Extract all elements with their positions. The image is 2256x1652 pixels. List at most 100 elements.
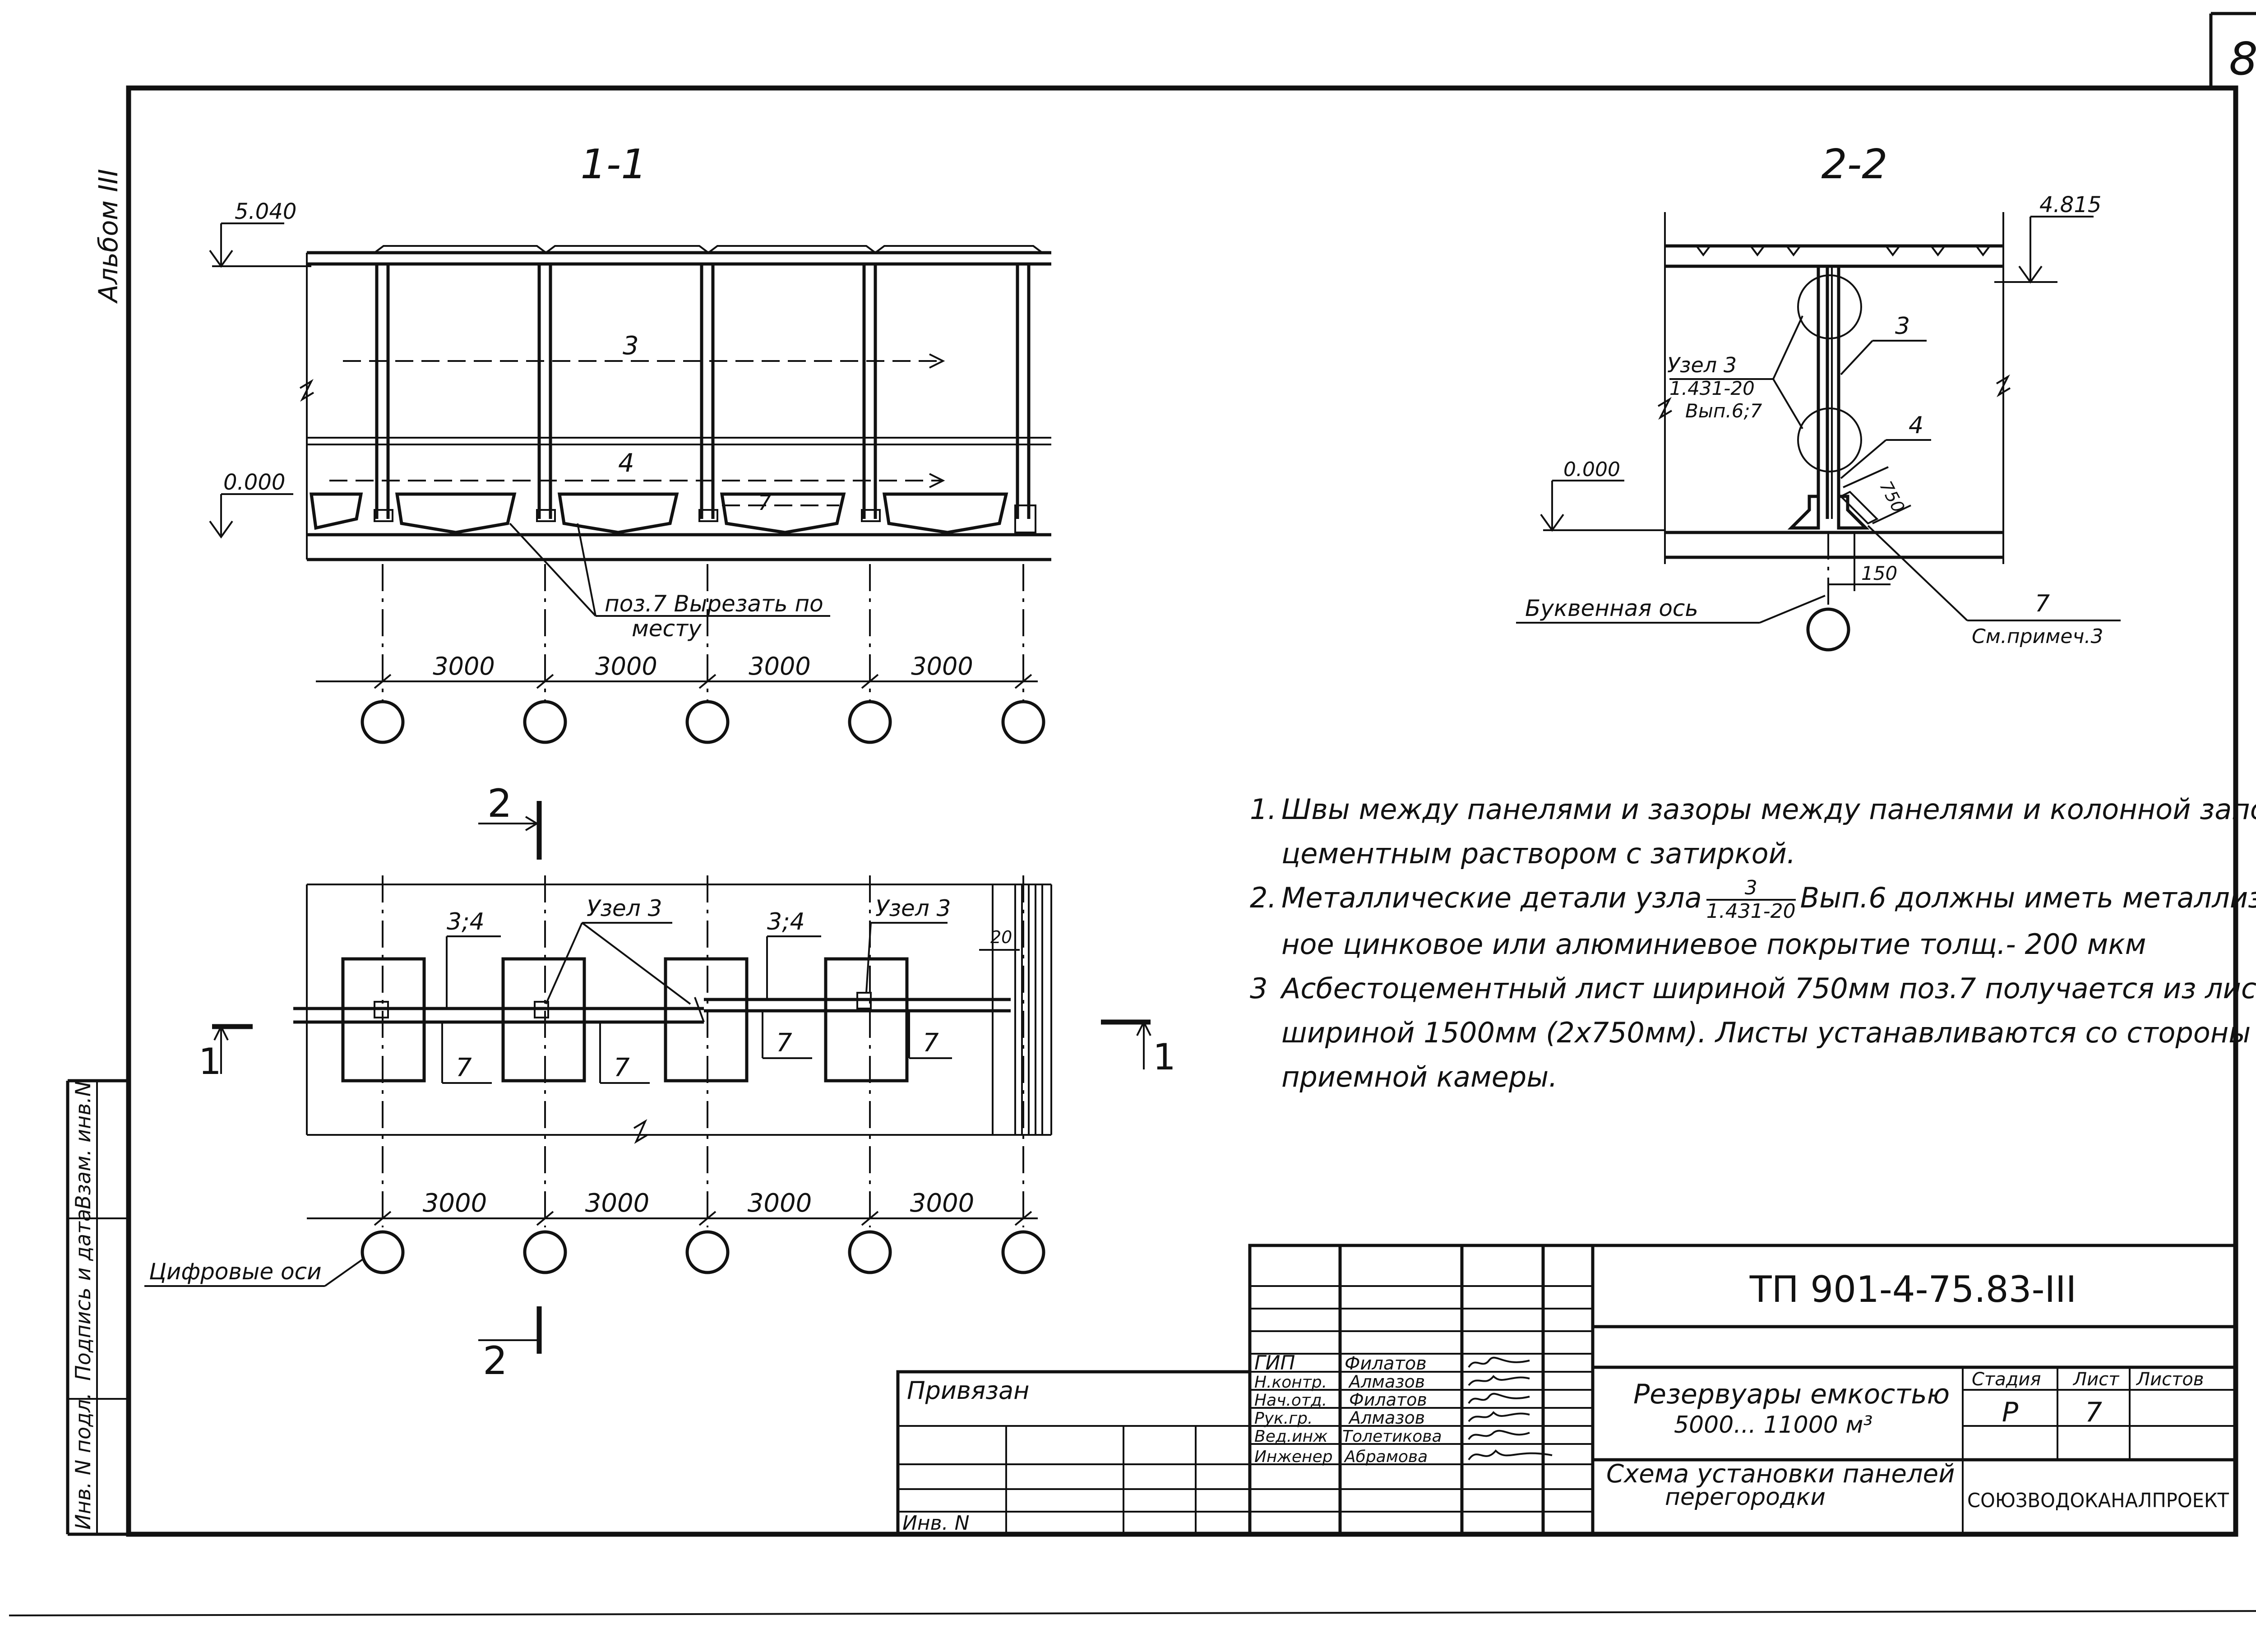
plan-label-7-3: 7	[776, 1028, 792, 1058]
sec1-label-3: 3	[623, 331, 639, 361]
sec2-label-7: 7	[2035, 590, 2050, 617]
tb-sheet-title-1: Схема установки панелей	[1606, 1459, 1955, 1489]
tb-stage-value: Р	[2002, 1397, 2019, 1428]
signatures	[1468, 1356, 1553, 1461]
tb-project-title-2: 5000... 11000 м³	[1674, 1411, 1872, 1439]
tb-organization: СОЮЗВОДОКАНАЛПРОЕКТ	[1967, 1489, 2229, 1512]
plan-node-a: Узел 3	[587, 895, 662, 921]
stamp-sign-date: Подпись и дата	[71, 1209, 95, 1381]
tb-doc-code: ТП 901-4-75.83-III	[1749, 1268, 2076, 1310]
tb-bound-label: Привязан	[907, 1376, 1029, 1405]
sec1-callout-line2: месту	[632, 615, 702, 642]
sec1-axis-bubble	[523, 700, 567, 744]
sec2-node-ref: 1.431-20	[1669, 377, 1755, 399]
plan-span-4: 3000	[910, 1189, 975, 1218]
plan-span-3: 3000	[748, 1189, 812, 1218]
sec2-axis-label: Буквенная ось	[1525, 595, 1698, 621]
section-1-1: 1-1 5.040 3	[209, 141, 1051, 744]
plan-cut-2-bottom: 2	[483, 1338, 508, 1384]
tb-sheet-value: 7	[2085, 1397, 2102, 1428]
sec1-axis-bubble	[361, 700, 405, 744]
plan-axis-bubble	[848, 1230, 892, 1274]
sec2-label-4: 4	[1909, 412, 1923, 439]
sec2-dim-150: 150	[1861, 562, 1897, 584]
plan-axis-bubble	[523, 1230, 567, 1274]
sec1-callout-line1: поз.7 Вырезать по	[605, 591, 823, 617]
plan-axis-bubble	[1001, 1230, 1045, 1274]
sec2-label-3: 3	[1895, 313, 1910, 340]
tb-name: Абрамова	[1344, 1448, 1428, 1466]
plan-label-7-2: 7	[614, 1053, 630, 1083]
stamp-replace-inv: Взам. инв.N	[71, 1081, 95, 1209]
plan-axis-bubble	[685, 1230, 730, 1274]
sec1-span-4: 3000	[911, 652, 973, 680]
plan-span-1: 3000	[423, 1189, 487, 1218]
tb-name: Филатов	[1345, 1353, 1427, 1374]
sec1-axis-bubble	[848, 700, 892, 744]
plan-span-2: 3000	[585, 1189, 650, 1218]
sheet-number: 8	[2229, 32, 2256, 85]
tb-stage-header: Стадия	[1972, 1369, 2041, 1390]
tb-role: Н.контр.	[1254, 1373, 1327, 1392]
tb-name: Алмазов	[1348, 1372, 1425, 1392]
tb-name: Филатов	[1349, 1390, 1427, 1410]
plan-cut-1-left: 1	[199, 1041, 222, 1083]
sec1-label-7: 7	[758, 491, 771, 515]
tb-name: Толетикова	[1342, 1427, 1442, 1446]
note-1-line-1: 1.Швы между панелями и зазоры между пане…	[1250, 793, 2256, 826]
notes-block: 1.Швы между панелями и зазоры между пане…	[1250, 787, 2256, 1099]
plan-cut-1-right: 1	[1153, 1036, 1176, 1078]
sec1-label-4: 4	[618, 449, 634, 478]
plan-cut-2-top: 2	[487, 781, 512, 826]
tb-name: Алмазов	[1348, 1408, 1425, 1428]
tb-sheet-header: Лист	[2072, 1369, 2120, 1390]
section-2-2-title: 2-2	[1821, 141, 1888, 188]
plan-label-34-b: 3;4	[767, 908, 805, 935]
tb-role: Рук.гр.	[1254, 1409, 1313, 1428]
sec2-elevation-top: 4.815	[2039, 192, 2101, 217]
elevation-5040: 5.040	[235, 199, 296, 224]
sec2-axis-bubble	[1806, 607, 1850, 652]
plan-axis-label: Цифровые оси	[149, 1259, 322, 1285]
sec1-span-1: 3000	[433, 652, 495, 680]
sec2-dim-750: 750	[1876, 478, 1909, 516]
sec1-elevation-zero: 0.000	[223, 470, 285, 495]
plan-label-7-1: 7	[456, 1053, 472, 1083]
note-2-line-2: ное цинковое или алюминиевое покрытие то…	[1281, 927, 2146, 961]
plan-node-b: Узел 3	[875, 895, 951, 921]
plan-label-7-4: 7	[923, 1028, 939, 1058]
plan-label-34-a: 3;4	[447, 908, 485, 935]
stamp-inv-orig: Инв. N подл.	[71, 1393, 95, 1530]
note-3-line-2: шириной 1500мм (2х750мм). Листы устанавл…	[1281, 1016, 2251, 1049]
tb-role: Вед.инж	[1254, 1427, 1328, 1446]
sec2-note-ref: См.примеч.3	[1972, 625, 2103, 648]
tb-role: Инженер	[1254, 1448, 1333, 1466]
sec1-span-3: 3000	[749, 652, 810, 680]
album-label: Альбом III	[93, 169, 124, 304]
tb-sheet-title-2: перегородки	[1665, 1484, 1826, 1511]
plan-dim-20: 20	[990, 927, 1012, 947]
sec1-axis-bubble	[685, 700, 730, 744]
plan-axis-bubble	[361, 1230, 405, 1274]
tb-sheets-header: Листов	[2136, 1369, 2204, 1390]
tb-role: ГИП	[1254, 1351, 1295, 1374]
sec1-span-2: 3000	[595, 652, 657, 680]
section-1-1-title: 1-1	[581, 141, 647, 188]
note-3-line-3: приемной камеры.	[1281, 1060, 1558, 1093]
title-block: Привязан Инв. N ГИП Н.контр. Нач.отд. Ру…	[896, 1244, 2238, 1536]
tb-project-title-1: Резервуары емкостью	[1633, 1379, 1950, 1410]
section-2-2: 2-2 4.815	[1516, 141, 2121, 652]
tb-role: Нач.отд.	[1254, 1391, 1327, 1410]
sec2-node-issue: Вып.6;7	[1685, 400, 1762, 422]
sec2-elevation-zero: 0.000	[1563, 458, 1620, 481]
tb-inv-label: Инв. N	[902, 1512, 970, 1535]
plan-view: 2 2	[144, 781, 1176, 1384]
sec1-axis-bubble	[1001, 700, 1045, 744]
sec2-node-label: Узел 3	[1667, 353, 1737, 377]
side-stamp: Инв. N подл. Подпись и дата Взам. инв.N	[68, 1079, 129, 1534]
note-1-line-2: цементным раствором с затиркой.	[1281, 837, 1796, 870]
